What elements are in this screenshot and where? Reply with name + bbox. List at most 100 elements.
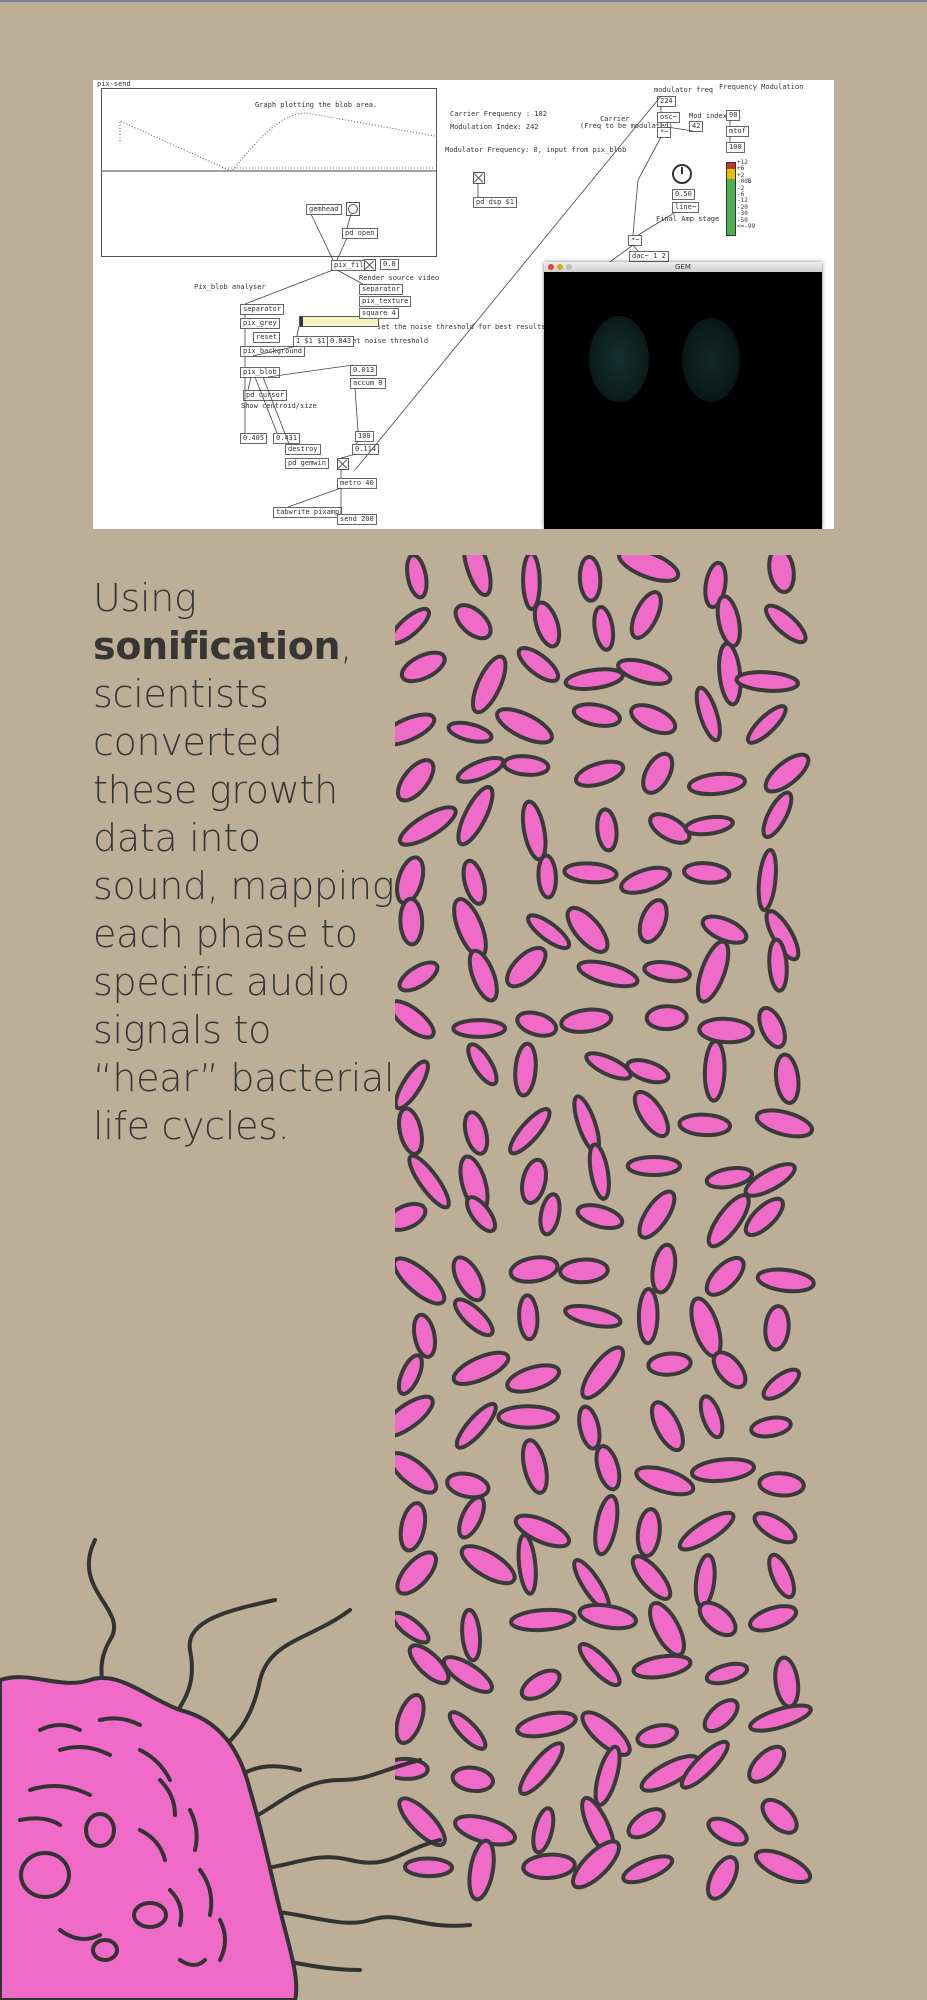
bacterium-rod xyxy=(459,1544,517,1586)
modulation-index-label: Modulation Index: 242 xyxy=(450,123,539,131)
bacterium-rod xyxy=(705,1855,740,1901)
bacterium-rod xyxy=(621,1854,675,1885)
bacterium-rod xyxy=(563,1303,623,1329)
bacterium-rod xyxy=(395,1550,438,1596)
pix-grey-object[interactable]: pix_grey xyxy=(240,318,280,329)
bacterium-rod xyxy=(526,913,572,951)
graph-plot xyxy=(102,112,436,172)
bacterium-rod xyxy=(747,1744,787,1784)
blob-markings xyxy=(18,1716,227,1967)
pix-texture-object[interactable]: pix_texture xyxy=(359,296,412,307)
noise-threshold-slider[interactable] xyxy=(299,316,379,327)
accum-object[interactable]: accum 8 xyxy=(350,378,386,389)
send-object[interactable]: send 200 xyxy=(337,514,377,525)
metro-object[interactable]: metro 40 xyxy=(337,478,377,489)
mul-object[interactable]: *~ xyxy=(657,127,672,138)
bacterium-rod xyxy=(461,555,493,598)
bacterium-rod xyxy=(395,1256,447,1306)
bacterium-rod xyxy=(395,1610,431,1645)
bacterium-rod xyxy=(687,771,747,797)
bacterium-rod xyxy=(455,755,506,784)
bacterium-rod xyxy=(396,758,436,803)
dsp-toggle[interactable] xyxy=(473,172,485,184)
pd-gemwin-object[interactable]: pd gemwin xyxy=(285,458,329,469)
bacterium-rod xyxy=(753,1848,813,1885)
film-number[interactable]: 0.8 xyxy=(380,259,399,270)
bacterium-rod xyxy=(395,1201,428,1232)
blob-number[interactable]: 0.013 xyxy=(350,365,378,376)
minimize-icon[interactable] xyxy=(557,264,563,270)
destroy-message[interactable]: destroy xyxy=(285,444,321,455)
bacterium-rod xyxy=(748,1604,799,1633)
level-meter xyxy=(726,162,736,236)
close-icon[interactable] xyxy=(548,264,554,270)
bacterium-rod xyxy=(757,1471,806,1498)
bacterium-rod xyxy=(760,1797,799,1835)
pix-blob-analyser-label: Pix_blob analyser xyxy=(194,283,266,291)
film-toggle[interactable] xyxy=(364,259,376,271)
pd-cursor-object[interactable]: pd cursor xyxy=(243,390,287,401)
osc-object[interactable]: osc~ xyxy=(657,112,680,123)
separator2-object[interactable]: separator xyxy=(359,284,403,295)
bacterium-rod xyxy=(717,641,743,707)
bacterium-rod xyxy=(761,1367,802,1401)
fm-number[interactable]: 98 xyxy=(726,110,741,121)
pd-patch-screenshot: pix-send Graph plotting the blob area. C… xyxy=(93,80,834,529)
threshold-number[interactable]: 0.843 xyxy=(327,336,355,347)
bacterium-rod xyxy=(470,654,508,715)
centroid-x-number[interactable]: 0.405 xyxy=(240,433,268,444)
tabwrite-object[interactable]: tabwrite pixamp xyxy=(273,507,343,518)
bacterium-rod xyxy=(520,799,548,862)
bacterium-rod xyxy=(593,1493,620,1557)
bacterium-rod xyxy=(496,1404,560,1430)
bacterium-rod xyxy=(397,1796,447,1848)
reset-message[interactable]: reset xyxy=(253,332,281,343)
mod-index-number[interactable]: 42 xyxy=(689,121,704,132)
pd-dsp-object[interactable]: pd dsp $1 xyxy=(473,197,517,208)
mul-output-object[interactable]: *~ xyxy=(628,235,643,246)
bacterium-rod xyxy=(454,1401,498,1450)
dac-object[interactable]: dac~ 1 2 xyxy=(629,251,669,262)
bacterium-rod xyxy=(745,704,788,745)
pix-blob-object[interactable]: pix_blob xyxy=(240,367,280,378)
bacterium-rod xyxy=(462,1110,490,1156)
show-centroid-label: Show centroid/size xyxy=(241,402,317,410)
zoom-icon[interactable] xyxy=(566,264,572,270)
mtof-object[interactable]: mtof xyxy=(726,126,749,137)
separator-object[interactable]: separator xyxy=(240,304,284,315)
gem-window[interactable]: GEM xyxy=(544,262,822,529)
value-100-number[interactable]: 100 xyxy=(355,431,374,442)
fm-value-number[interactable]: 100 xyxy=(726,142,745,153)
bacterium-rod xyxy=(516,646,561,683)
bacterium-rod xyxy=(398,896,425,947)
bacterium-rod xyxy=(677,1112,733,1138)
bacterium-rod xyxy=(706,1193,751,1249)
toggle-value-number[interactable]: 0.114 xyxy=(352,444,380,455)
open-bang[interactable] xyxy=(346,202,360,216)
gem-titlebar[interactable]: GEM xyxy=(544,262,822,272)
metro-toggle[interactable] xyxy=(337,458,349,470)
bacterium-rod xyxy=(584,1051,633,1081)
amp-dial[interactable] xyxy=(672,164,692,184)
modulator-frequency-note: Modulator Frequency: 0, input from pix_b… xyxy=(445,146,627,154)
bacterium-rod xyxy=(505,945,548,989)
gemhead-object[interactable]: gemhead xyxy=(306,204,342,215)
square-object[interactable]: square 4 xyxy=(359,308,399,319)
bacterium-rod xyxy=(513,1513,572,1549)
bacterium-rod xyxy=(395,606,431,646)
bacterium-rod xyxy=(592,605,616,652)
bacterium-rod xyxy=(558,1257,610,1285)
bacterium-rod xyxy=(646,1351,693,1377)
pd-open-object[interactable]: pd open xyxy=(342,228,378,239)
mod-freq-number[interactable]: 224 xyxy=(657,96,676,107)
bacterium-rod xyxy=(571,702,622,728)
bacterium-rod xyxy=(706,1816,749,1847)
frequency-modulation-label: Frequency Modulation xyxy=(719,83,804,91)
bacterium-rod xyxy=(446,720,494,744)
bacterium-rod xyxy=(536,853,558,900)
bacterium-rod xyxy=(563,667,625,691)
amp-number[interactable]: 0.50 xyxy=(672,189,695,200)
line-object[interactable]: line~ xyxy=(672,202,700,213)
bacterium-rod xyxy=(407,1153,451,1210)
carrier-frequency-label: Carrier Frequency : 182 xyxy=(450,110,547,118)
